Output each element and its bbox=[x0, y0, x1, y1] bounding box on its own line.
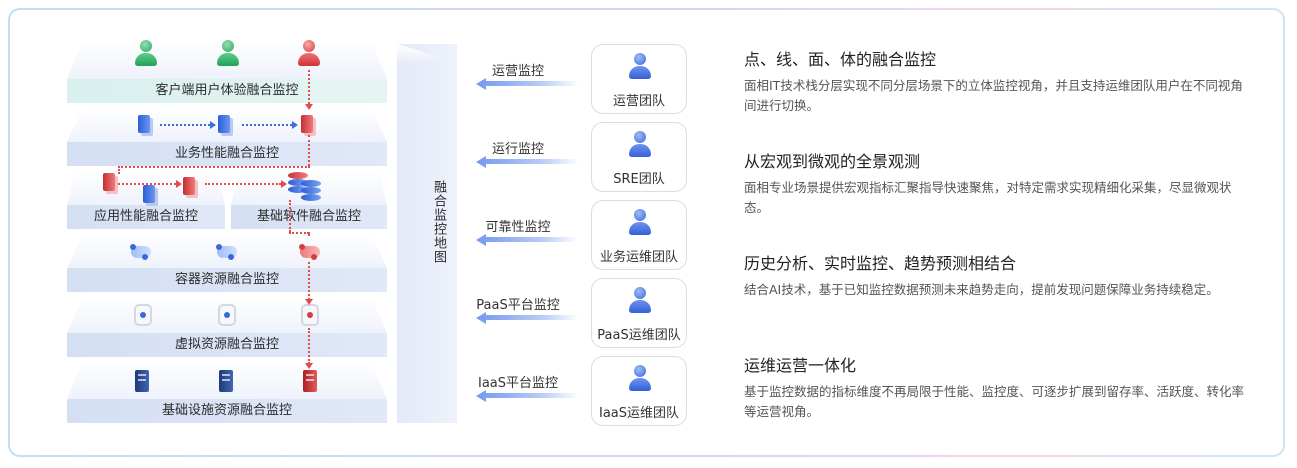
monitor-label: 可靠性监控 bbox=[485, 220, 551, 235]
server-icon bbox=[213, 368, 239, 396]
monitor-label: 运营监控 bbox=[491, 64, 544, 79]
team-name: 运营团队 bbox=[612, 94, 665, 109]
trace-line bbox=[242, 124, 292, 126]
fault-path-line bbox=[308, 328, 310, 364]
team-card-operations: 运营团队 bbox=[591, 44, 687, 114]
user-alert-icon bbox=[296, 40, 322, 68]
team-name: IaaS运维团队 bbox=[598, 406, 680, 421]
layer-label: 客户端用户体验融合监控 bbox=[67, 79, 387, 103]
monitor-arrow bbox=[484, 159, 579, 164]
feature-title: 历史分析、实时监控、趋势预测相结合 bbox=[744, 254, 1017, 273]
trace-line bbox=[160, 124, 210, 126]
trace-arrowhead bbox=[292, 121, 298, 129]
layer-infrastructure-resources: 基础设施资源融合监控 bbox=[67, 361, 387, 423]
fault-path-line bbox=[289, 200, 291, 232]
trace-arrowhead bbox=[210, 121, 216, 129]
team-card-paas-ops: PaaS运维团队 bbox=[591, 278, 687, 348]
fusion-map-label: 融合监控地图 bbox=[431, 180, 446, 264]
container-cloud-alert-icon bbox=[297, 238, 323, 266]
team-name: PaaS运维团队 bbox=[597, 328, 681, 343]
virtual-machine-alert-icon bbox=[297, 302, 323, 330]
monitor-arrow bbox=[484, 237, 579, 242]
team-user-icon bbox=[627, 287, 653, 315]
server-alert-icon bbox=[297, 368, 323, 396]
fault-path-line bbox=[308, 135, 310, 166]
feature-title: 从宏观到微观的全景观测 bbox=[744, 152, 921, 171]
business-book-alert-icon bbox=[298, 112, 324, 140]
layer-business-performance: 业务性能融合监控 bbox=[67, 108, 387, 166]
team-card-sre: SRE团队 bbox=[591, 122, 687, 192]
team-user-icon bbox=[627, 131, 653, 159]
fault-path-line bbox=[118, 166, 310, 168]
feature-description: 基于监控数据的指标维度不再局限于性能、监控度、可逐步扩展到留存率、活跃度、转化率… bbox=[744, 384, 1245, 419]
virtual-machine-icon bbox=[130, 302, 156, 330]
fault-path-arrowhead bbox=[305, 104, 313, 110]
monitor-label: IaaS平台监控 bbox=[477, 376, 559, 391]
fusion-map-pillar bbox=[397, 44, 457, 423]
team-user-icon bbox=[627, 209, 653, 237]
fault-path-line bbox=[308, 232, 310, 236]
container-cloud-icon bbox=[214, 238, 240, 266]
layer-label: 业务性能融合监控 bbox=[67, 142, 387, 166]
feature-description: 面相IT技术栈分层实现不同分层场景下的立体监控视角，并且支持运维团队用户在不同视… bbox=[744, 78, 1243, 113]
feature-title: 运维运营一体化 bbox=[744, 356, 857, 375]
layer-label: 虚拟资源融合监控 bbox=[67, 333, 387, 357]
fault-path-line bbox=[205, 183, 281, 185]
arrow-left-icon bbox=[476, 390, 486, 402]
fault-path-line bbox=[308, 70, 310, 104]
app-book-alert-icon bbox=[180, 174, 206, 202]
monitor-arrow bbox=[484, 81, 579, 86]
monitor-label: 运行监控 bbox=[491, 142, 544, 157]
arrow-left-icon bbox=[476, 312, 486, 324]
business-book-icon bbox=[215, 112, 241, 140]
fault-path-arrowhead bbox=[176, 180, 182, 188]
fault-path-arrowhead bbox=[305, 299, 313, 305]
team-card-business-ops: 业务运维团队 bbox=[591, 200, 687, 270]
layer-base-software: 基础软件融合监控 bbox=[231, 171, 387, 229]
team-user-icon bbox=[627, 53, 653, 81]
database-icon bbox=[298, 178, 324, 206]
monitor-arrow bbox=[484, 393, 579, 398]
fault-path-arrowhead bbox=[305, 363, 313, 369]
fault-path-arrowhead bbox=[281, 180, 287, 188]
fault-path-line bbox=[289, 232, 309, 234]
arrow-left-icon bbox=[476, 156, 486, 168]
fault-path-line bbox=[308, 262, 310, 300]
fault-path-line bbox=[118, 166, 120, 174]
layer-label: 容器资源融合监控 bbox=[67, 268, 387, 292]
layer-virtual-resources: 虚拟资源融合监控 bbox=[67, 297, 387, 357]
business-book-icon bbox=[135, 112, 161, 140]
feature-title: 点、线、面、体的融合监控 bbox=[744, 50, 937, 69]
team-card-iaas-ops: IaaS运维团队 bbox=[591, 356, 687, 426]
virtual-machine-icon bbox=[214, 302, 240, 330]
fault-path-line bbox=[118, 183, 176, 185]
arrow-left-icon bbox=[476, 234, 486, 246]
layer-label: 应用性能融合监控 bbox=[67, 205, 225, 229]
monitor-arrow bbox=[484, 315, 579, 320]
container-cloud-icon bbox=[128, 238, 154, 266]
team-name: 业务运维团队 bbox=[599, 250, 678, 265]
database-alert-icon bbox=[285, 170, 311, 198]
app-book-icon bbox=[140, 182, 166, 210]
layer-label: 基础软件融合监控 bbox=[231, 205, 387, 229]
team-user-icon bbox=[627, 365, 653, 393]
monitor-label: PaaS平台监控 bbox=[476, 298, 560, 313]
layer-label: 基础设施资源融合监控 bbox=[67, 399, 387, 423]
feature-description: 面相专业场景提供宏观指标汇聚指导快速聚焦，对特定需求实现精细化采集，尽显微观状态… bbox=[744, 180, 1232, 215]
server-icon bbox=[129, 368, 155, 396]
user-icon bbox=[133, 40, 159, 68]
feature-description: 结合AI技术，基于已知监控数据预测未来趋势走向，提前发现问题保障业务持续稳定。 bbox=[744, 282, 1219, 297]
arrow-left-icon bbox=[476, 78, 486, 90]
team-name: SRE团队 bbox=[613, 172, 665, 187]
user-icon bbox=[215, 40, 241, 68]
app-book-alert-icon bbox=[100, 170, 126, 198]
